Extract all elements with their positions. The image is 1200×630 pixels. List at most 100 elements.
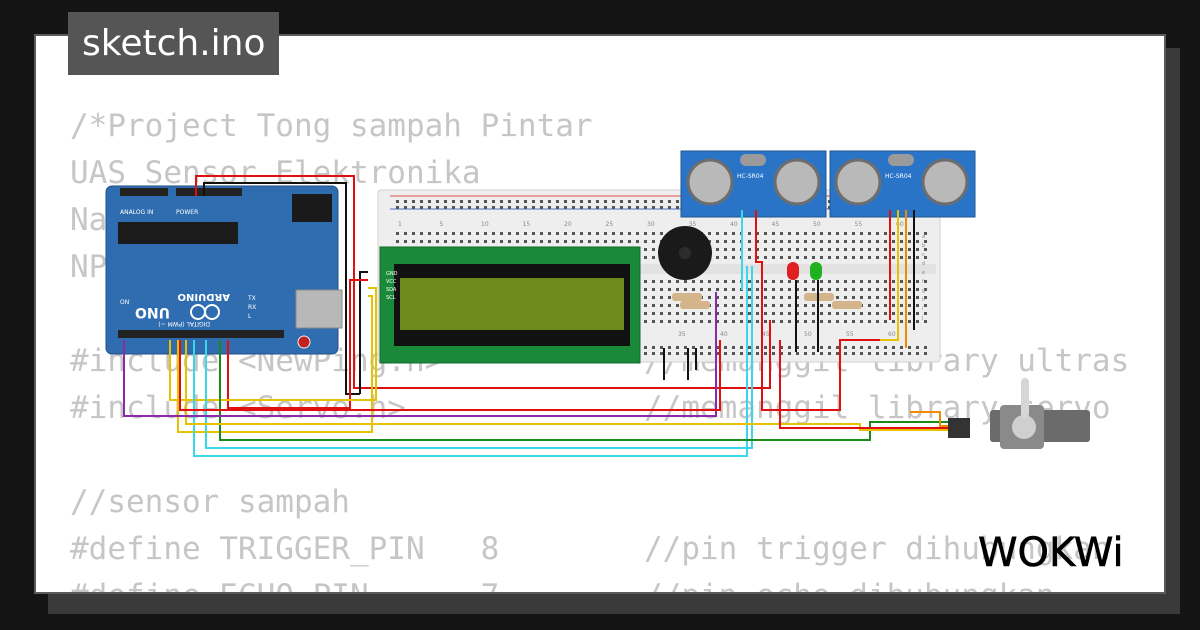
breadboard-hole	[404, 240, 407, 243]
breadboard-hole	[828, 288, 831, 291]
breadboard-hole	[852, 288, 855, 291]
breadboard-hole	[604, 206, 607, 209]
breadboard-hole	[588, 240, 591, 243]
breadboard-hole	[908, 312, 911, 315]
breadboard-hole	[772, 288, 775, 291]
breadboard-hole	[732, 320, 735, 323]
breadboard-hole	[756, 296, 759, 299]
breadboard-hole	[716, 240, 719, 243]
breadboard-hole	[660, 206, 663, 209]
breadboard-hole	[668, 352, 671, 355]
breadboard-hole	[844, 248, 847, 251]
breadboard-hole	[636, 206, 639, 209]
breadboard-hole	[748, 280, 751, 283]
breadboard-hole	[900, 346, 903, 349]
breadboard-hole	[868, 232, 871, 235]
breadboard-hole	[484, 206, 487, 209]
breadboard-hole	[628, 232, 631, 235]
breadboard-hole	[788, 240, 791, 243]
breadboard-hole	[676, 346, 679, 349]
breadboard-hole	[708, 346, 711, 349]
breadboard-hole	[428, 232, 431, 235]
arduino-uno-board: ANALOG IN POWER ARDUINO UNO DIGITAL (PWM…	[105, 185, 343, 355]
breadboard-hole	[684, 288, 687, 291]
breadboard-hole	[748, 248, 751, 251]
breadboard-hole	[444, 240, 447, 243]
breadboard-hole	[692, 280, 695, 283]
breadboard-hole	[668, 200, 671, 203]
breadboard-hole	[652, 280, 655, 283]
breadboard-hole	[540, 240, 543, 243]
breadboard-hole	[924, 304, 927, 307]
breadboard-hole	[900, 280, 903, 283]
breadboard-hole	[828, 304, 831, 307]
breadboard-hole	[660, 200, 663, 203]
breadboard-hole	[604, 240, 607, 243]
breadboard-hole	[852, 296, 855, 299]
breadboard-hole	[500, 240, 503, 243]
on-led-label: ON	[120, 299, 129, 306]
breadboard-hole	[748, 304, 751, 307]
breadboard-hole	[684, 352, 687, 355]
breadboard-hole	[580, 240, 583, 243]
power-header-label: POWER	[176, 209, 198, 216]
breadboard-hole	[868, 248, 871, 251]
breadboard-hole	[676, 288, 679, 291]
breadboard-hole	[772, 352, 775, 355]
breadboard-hole	[764, 346, 767, 349]
breadboard-hole	[740, 304, 743, 307]
breadboard-hole	[596, 240, 599, 243]
breadboard-hole	[708, 312, 711, 315]
reset-button[interactable]	[297, 335, 311, 349]
breadboard-hole	[644, 200, 647, 203]
breadboard-hole	[436, 200, 439, 203]
breadboard-hole	[916, 240, 919, 243]
breadboard-hole	[724, 296, 727, 299]
breadboard-hole	[900, 320, 903, 323]
breadboard-hole	[916, 248, 919, 251]
breadboard-hole	[892, 288, 895, 291]
breadboard-hole	[660, 304, 663, 307]
breadboard-hole	[868, 312, 871, 315]
lcd-pin-label: SCL	[386, 295, 396, 301]
breadboard-hole	[516, 240, 519, 243]
breadboard-hole	[540, 200, 543, 203]
l-led-label: L	[248, 313, 252, 320]
breadboard-hole	[900, 304, 903, 307]
breadboard-hole	[460, 206, 463, 209]
breadboard-column-number: 50	[804, 331, 812, 338]
breadboard-hole	[796, 352, 799, 355]
breadboard-hole	[644, 346, 647, 349]
breadboard-hole	[556, 232, 559, 235]
breadboard-hole	[908, 288, 911, 291]
breadboard-hole	[788, 296, 791, 299]
breadboard-row-letter: i	[922, 306, 923, 312]
breadboard-hole	[732, 346, 735, 349]
breadboard-hole	[876, 288, 879, 291]
breadboard-hole	[676, 206, 679, 209]
breadboard-hole	[812, 312, 815, 315]
breadboard-hole	[644, 248, 647, 251]
breadboard-hole	[620, 206, 623, 209]
wires	[123, 175, 948, 457]
breadboard-hole	[716, 312, 719, 315]
atmega-chip	[118, 222, 238, 244]
wokwi-logo: WOKWi	[978, 530, 1124, 574]
breadboard-hole	[836, 280, 839, 283]
breadboard-hole	[868, 256, 871, 259]
code-line: #define TRIGGER_PIN 8//pin trigger dihub…	[70, 529, 1111, 569]
breadboard-hole	[716, 320, 719, 323]
breadboard-hole	[396, 232, 399, 235]
breadboard-row-letter: a	[922, 234, 925, 240]
breadboard-hole	[924, 352, 927, 355]
breadboard-hole	[884, 248, 887, 251]
breadboard-hole	[636, 200, 639, 203]
sensor-1-model-label: HC-SR04	[737, 173, 764, 180]
breadboard-hole	[652, 288, 655, 291]
breadboard-hole	[812, 346, 815, 349]
breadboard-hole	[900, 296, 903, 299]
breadboard-hole	[756, 320, 759, 323]
breadboard-hole	[532, 200, 535, 203]
breadboard-hole	[884, 256, 887, 259]
